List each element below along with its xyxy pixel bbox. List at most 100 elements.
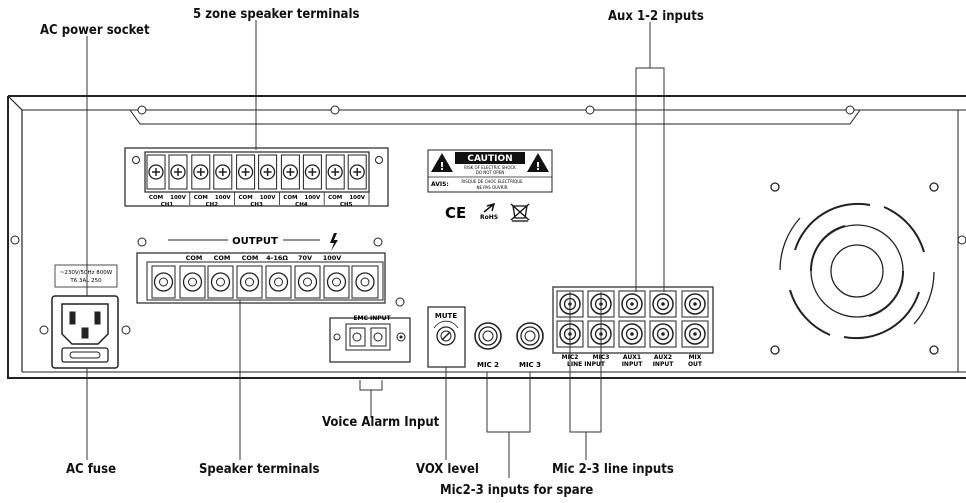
zone-terminal-screw[interactable] — [146, 154, 166, 190]
rca-label-aux1-input: INPUT — [622, 361, 644, 368]
output-terminal-screw[interactable] — [265, 265, 292, 299]
zone-terminal-label: 100V — [305, 195, 321, 201]
mute-label: MUTE — [435, 312, 457, 320]
rca-jack[interactable] — [681, 290, 709, 318]
rca-jacks — [556, 290, 709, 348]
callout-mic-spare-inputs: Mic2-3 inputs for spare — [440, 483, 594, 498]
zone-terminal-label: 100V — [215, 195, 231, 201]
zone-terminal-screw[interactable] — [258, 154, 278, 190]
power-rating-text-2: T6.3AL 250 — [69, 278, 102, 284]
rca-jack[interactable] — [649, 320, 677, 348]
output-title: OUTPUT — [232, 236, 278, 247]
rca-jack[interactable] — [649, 290, 677, 318]
mute-vox-knob[interactable]: MUTE — [427, 306, 466, 368]
avis-label: AVIS: — [431, 181, 449, 188]
zone-terminal-screw[interactable] — [347, 154, 367, 190]
zone-terminals — [146, 154, 367, 190]
zone-terminal-screw[interactable] — [325, 154, 345, 190]
output-terminal-screw[interactable] — [207, 265, 234, 299]
rca-label-mix-out: OUT — [688, 361, 703, 368]
rca-jack[interactable] — [618, 290, 646, 318]
rca-label-aux1: AUX1 — [623, 354, 641, 361]
rca-label-aux2: AUX2 — [654, 354, 672, 361]
zone-terminal-screw[interactable] — [302, 154, 322, 190]
rca-jack[interactable] — [681, 320, 709, 348]
callout-aux-inputs: Aux 1-2 inputs — [608, 9, 704, 24]
output-terminal-screw[interactable] — [294, 265, 321, 299]
svg-text:!: ! — [439, 160, 444, 173]
caution-line-1: RISK OF ELECTRIC SHOCK — [464, 165, 516, 170]
fan-grille — [770, 182, 939, 355]
output-terminal-screw[interactable] — [236, 265, 263, 299]
zone-channel-label: CH1 — [161, 202, 174, 208]
output-terminal-screw[interactable] — [323, 265, 350, 299]
callout-vox-level: VOX level — [416, 462, 479, 477]
lightning-icon — [330, 233, 338, 251]
zone-terminal-label: 100V — [349, 195, 365, 201]
zone-terminal-screw[interactable] — [236, 154, 256, 190]
output-terminals: COM COM COM 4-16Ω 70V 100V — [151, 254, 379, 299]
output-terminal-label: 4-16Ω — [266, 254, 288, 262]
callout-mic-line-inputs: Mic 2-3 line inputs — [552, 462, 674, 477]
mic2-jack[interactable]: MIC 2 — [474, 322, 502, 369]
weee-bin-icon — [510, 203, 530, 222]
output-terminal-screw[interactable] — [351, 265, 379, 299]
output-terminal-label: COM — [214, 254, 231, 262]
rca-label-line-input: LINE INPUT — [567, 361, 606, 368]
rca-label-aux2-input: INPUT — [653, 361, 675, 368]
zone-terminal-screw[interactable] — [213, 154, 233, 190]
caution-title: CAUTION — [467, 154, 512, 164]
leader-lines — [86, 20, 665, 478]
mic2-label: MIC 2 — [477, 361, 499, 369]
zone-channel-label: CH5 — [340, 202, 353, 208]
avis-line-1: RISQUE DE CHOC ELECTRIQUE — [461, 179, 523, 184]
rca-jack[interactable] — [618, 320, 646, 348]
zone-terminal-screw[interactable] — [280, 154, 300, 190]
rca-label-mix: MIX — [689, 354, 702, 361]
output-terminal-label: 70V — [298, 254, 312, 262]
svg-text:!: ! — [535, 160, 540, 173]
chassis-screws — [10, 105, 966, 245]
callout-voice-alarm-input: Voice Alarm Input — [322, 415, 440, 430]
mic3-jack[interactable]: MIC 3 — [516, 322, 544, 369]
zone-terminal-label: COM — [194, 195, 208, 201]
zone-channel-label: CH4 — [295, 202, 308, 208]
callout-ac-power-socket: AC power socket — [40, 23, 150, 38]
zone-terminal-screw[interactable] — [168, 154, 188, 190]
zone-terminal-screw[interactable] — [191, 154, 211, 190]
zone-terminal-label: COM — [149, 195, 163, 201]
chassis — [7, 95, 966, 379]
rohs-check-icon — [483, 202, 496, 213]
zone-terminal-label: COM — [283, 195, 297, 201]
power-rating-label: ~230V/50Hz 800W T6.3AL 250 — [54, 264, 118, 288]
rca-labels: MIC2 MIC3 LINE INPUT AUX1 INPUT AUX2 INP… — [562, 354, 703, 368]
avis-line-2: NE PAS OUVRIR — [476, 185, 507, 190]
caution-line-2: DO NOT OPEN — [476, 170, 504, 175]
ce-mark: CE — [445, 204, 466, 222]
callout-speaker-terminals: Speaker terminals — [199, 462, 320, 477]
power-rating-text-1: ~230V/50Hz 800W — [60, 270, 113, 276]
output-terminal-label: COM — [242, 254, 259, 262]
callout-5-zone-speaker-terminals: 5 zone speaker terminals — [193, 7, 360, 22]
ac-power-socket[interactable] — [39, 295, 131, 369]
rohs-mark: RoHS — [480, 214, 498, 221]
ac-fuse-holder[interactable] — [61, 347, 109, 363]
output-terminal-label: 100V — [323, 254, 342, 262]
emc-label: EMC INPUT — [353, 315, 391, 322]
output-terminal-label: COM — [186, 254, 203, 262]
emc-input[interactable]: EMC INPUT — [329, 297, 411, 363]
zone-terminal-label: 100V — [260, 195, 276, 201]
zone-terminal-label: 100V — [170, 195, 186, 201]
zone-channel-label: CH3 — [250, 202, 263, 208]
callout-ac-fuse: AC fuse — [66, 462, 117, 477]
zone-terminal-label: COM — [328, 195, 342, 201]
output-terminal-screw[interactable] — [179, 265, 206, 299]
mic3-label: MIC 3 — [519, 361, 541, 369]
certification-marks: CE RoHS — [445, 202, 530, 222]
zone-terminal-label: COM — [239, 195, 253, 201]
output-terminal-screw[interactable] — [151, 265, 176, 299]
zone-channel-label: CH2 — [206, 202, 219, 208]
caution-label: ! ! CAUTION RISK OF ELECTRIC SHOCK DO NO… — [427, 149, 553, 193]
